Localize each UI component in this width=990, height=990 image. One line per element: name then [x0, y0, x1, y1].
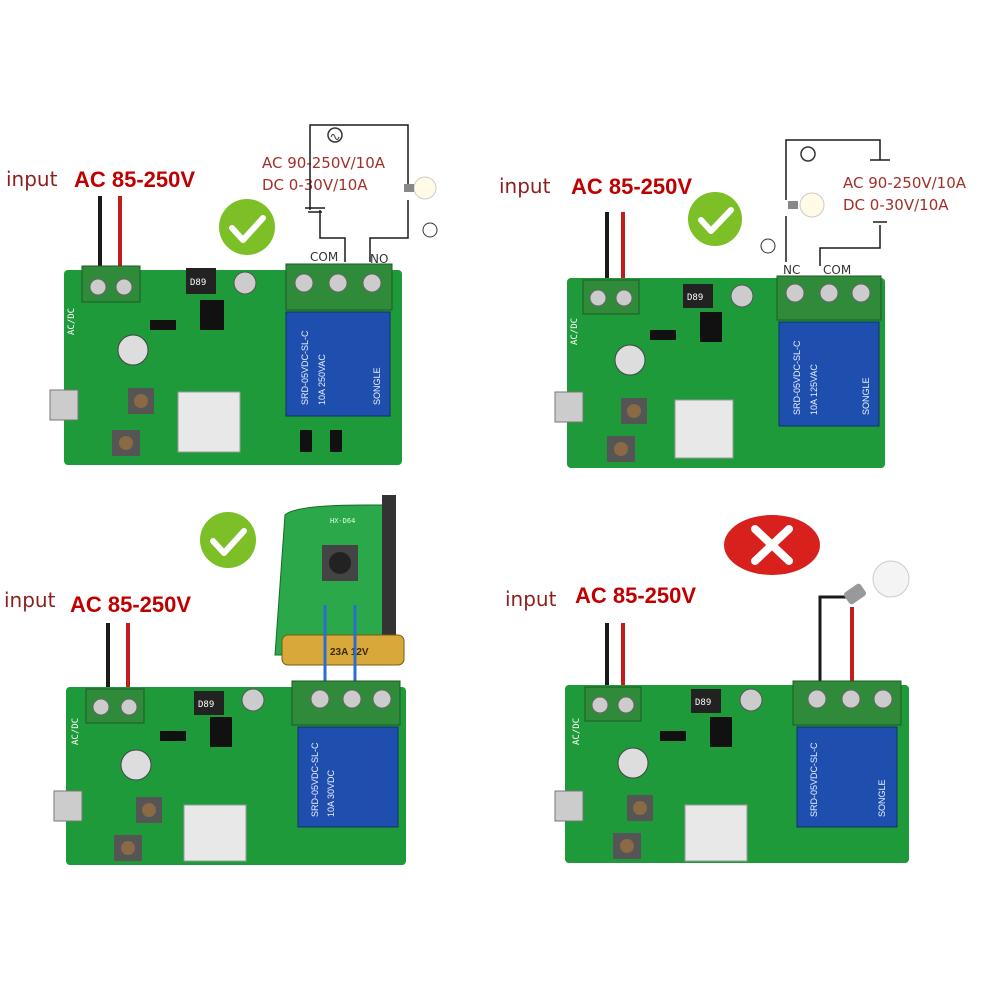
voltage-label: AC 85-250V	[575, 583, 697, 608]
terminal-com-label: COM	[823, 263, 852, 277]
wifi-module	[674, 399, 734, 459]
load-spec: AC 90-250V/10A DC 0-30V/10A	[262, 152, 385, 196]
panel-incorrect-wiring: input AC 85-250V SRD-05VDC-SL-C	[495, 495, 990, 990]
antenna	[382, 495, 396, 640]
input-label: input	[4, 588, 56, 612]
spec-ac: AC 90-250V/10A	[843, 174, 967, 192]
terminal-nc-label: NC	[783, 263, 801, 277]
panel-rf-remote: input AC 85-250V HX-D64 23A 12V	[0, 495, 495, 990]
check-icon	[219, 199, 275, 255]
panel-graphic: SRD-05VDC-SL-C SONGLE D89 AC/DC	[554, 515, 910, 863]
relay-board: SRD-05VDC-SL-C 10A 30VDC D89 AC/DC	[53, 680, 406, 865]
usb-port	[49, 389, 79, 421]
check-icon	[200, 512, 256, 568]
panel-nc-com: input AC 85-250V AC 90-250V/10A DC 0-30V…	[495, 0, 990, 495]
spec-dc: DC 0-30V/10A	[843, 196, 949, 214]
relay	[778, 321, 880, 427]
voltage-label: AC 85-250V	[70, 592, 192, 617]
spec-ac: AC 90-250V/10A	[262, 154, 386, 172]
power-source-icon	[327, 127, 343, 143]
panel-graphic: SRD-05VDC-SL-C 10A 125VAC SONGLE D89 AC/…	[554, 139, 890, 468]
relay	[796, 726, 898, 828]
remote-button	[329, 552, 351, 574]
battery	[281, 634, 405, 666]
relay	[285, 311, 391, 417]
lamp-symbol-icon	[760, 238, 776, 254]
load-spec: AC 90-250V/10A DC 0-30V/10A	[843, 172, 966, 216]
wifi-module	[183, 804, 247, 862]
load-wiring	[785, 139, 890, 266]
rf-remote: HX-D64 23A 12V	[274, 495, 405, 683]
relay	[297, 726, 399, 828]
lamp-symbol-icon	[422, 222, 438, 238]
panel-com-no: input AC 85-250V AC 90-250V/10A DC 0-30V…	[0, 0, 495, 495]
usb-port	[53, 790, 83, 822]
cross-icon	[724, 515, 820, 575]
voltage-label: AC 85-250V	[571, 174, 693, 199]
terminal-no-label: NO	[370, 252, 389, 266]
light-bulb-icon	[788, 192, 825, 218]
light-bulb-icon	[843, 560, 910, 605]
input-label: input	[499, 174, 551, 198]
panel-graphic: SRD-05VDC-SL-C 10A 250VAC SONGLE D89 AC/…	[49, 124, 438, 465]
panel-graphic: HX-D64 23A 12V SRD-05VDC-SL-C 10A 30VDC …	[53, 495, 406, 865]
wifi-module	[177, 391, 241, 453]
relay-board: SRD-05VDC-SL-C 10A 125VAC SONGLE D89 AC/…	[554, 275, 885, 468]
relay-board: SRD-05VDC-SL-C 10A 250VAC SONGLE D89 AC/…	[49, 263, 402, 465]
wrong-load-wiring	[818, 595, 854, 685]
check-icon	[688, 192, 742, 246]
usb-port	[554, 790, 584, 822]
wifi-module	[684, 804, 748, 862]
input-label: input	[6, 167, 58, 191]
power-source-icon	[800, 146, 816, 162]
voltage-label: AC 85-250V	[74, 167, 196, 192]
light-bulb-icon	[404, 176, 437, 200]
usb-port	[554, 391, 584, 423]
terminal-com-label: COM	[310, 250, 339, 264]
load-wiring	[305, 124, 409, 262]
relay-board: SRD-05VDC-SL-C SONGLE D89 AC/DC	[554, 680, 909, 863]
input-label: input	[505, 587, 557, 611]
spec-dc: DC 0-30V/10A	[262, 176, 368, 194]
